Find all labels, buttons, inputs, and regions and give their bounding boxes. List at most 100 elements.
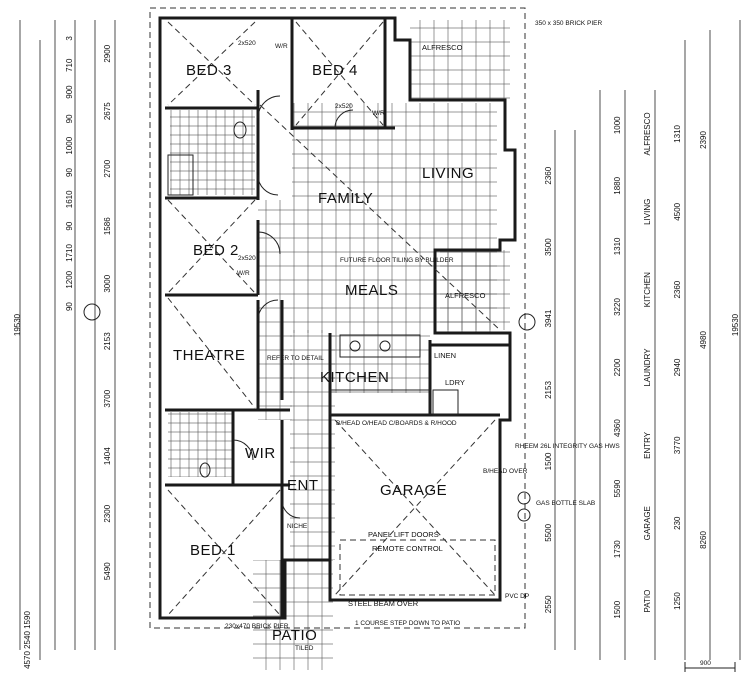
note-niche: NICHE (287, 523, 308, 530)
note-brick-pier-top: 350 x 350 BRICK PIER (535, 20, 603, 27)
dim-left-mid: 90 (65, 114, 74, 123)
room-bed1: BED 1 (190, 542, 236, 559)
tiled-floor (168, 20, 510, 670)
note-robe-bed3: 2x520 (238, 40, 256, 47)
note-rheem: RHEEM 26L INTEGRITY GAS HWS (515, 443, 620, 450)
dim-right-mid: 1250 (673, 592, 682, 610)
room-bed3: BED 3 (186, 62, 232, 79)
dim-mid-right: 3941 (544, 309, 553, 327)
dim-right-outer: 2390 (699, 131, 708, 149)
dim-left-outer: 5490 (103, 562, 112, 580)
room-family: FAMILY (318, 190, 373, 207)
dim-right-inner: 4360 (613, 419, 622, 437)
dim-right-inner: 1500 (613, 600, 622, 618)
note-robe-bed2: 2x520 (238, 255, 256, 262)
dim-right-inner: 1730 (613, 540, 622, 558)
dim-left-outer: 2675 (103, 102, 112, 120)
room-theatre: THEATRE (173, 347, 245, 364)
dim-left-mid: 90 (65, 221, 74, 230)
note-course-step: 1 COURSE STEP DOWN TO PATIO (355, 620, 460, 627)
outer-walls (149, 7, 526, 629)
dim-left-mid: 1710 (65, 244, 74, 262)
note-wr-bed2: W/R (237, 270, 250, 277)
right-dimension-lines (554, 20, 741, 660)
dim-left-mid: 1000 (65, 136, 74, 154)
note-refer: REFER TO DETAIL (267, 355, 324, 362)
dim-left-mid: 90 (65, 302, 74, 311)
dim-right-mid: 2360 (673, 280, 682, 298)
kitchen-bench (329, 334, 459, 416)
note-gas-bottle: GAS BOTTLE SLAB (536, 500, 595, 507)
note-wr-bed4: W/R (372, 110, 385, 117)
dim-left-outer: 3700 (103, 389, 112, 407)
room-alfresco-right: ALFRESCO (445, 291, 486, 300)
interior-walls (165, 18, 510, 618)
room-laundry: LDRY (445, 378, 465, 387)
room-bed4: BED 4 (312, 62, 358, 79)
dim-right-mid: 2940 (673, 358, 682, 376)
dim-left-total: 19530 (13, 313, 22, 336)
dim-mid-right: 2153 (544, 381, 553, 399)
note-wr-bed3: W/R (275, 43, 288, 50)
dim-left-mid: 710 (65, 58, 74, 72)
dim-right-inner: 1000 (613, 116, 622, 134)
room-living: LIVING (422, 165, 474, 182)
dim-right-inner: 2200 (613, 358, 622, 376)
room-patio: PATIO (272, 627, 317, 644)
section-markers (83, 303, 536, 331)
dim-left-mid: 1610 (65, 190, 74, 208)
dim-right-label: GARAGE (643, 506, 652, 540)
room-garage: GARAGE (380, 482, 447, 499)
dim-left-outer: 3000 (103, 274, 112, 292)
dim-left-outer: 2300 (103, 504, 112, 522)
dim-bottom-left: 2540 (23, 631, 32, 649)
room-ent: ENT (287, 477, 319, 494)
scale-bar (684, 662, 736, 672)
dim-right-inner: 5590 (613, 479, 622, 497)
dim-left-outer: 1404 (103, 447, 112, 465)
dim-mid-right: 2360 (544, 166, 553, 184)
left-dimension-lines (19, 20, 116, 660)
room-linen: LINEN (434, 351, 456, 360)
dim-left-mid: 1200 (65, 270, 74, 288)
dim-left-outer: 1586 (103, 217, 112, 235)
dim-mid-right: 2550 (544, 595, 553, 613)
note-tiled: TILED (295, 645, 314, 652)
dim-bottom-left: 4570 (23, 651, 32, 669)
note-bhead-kitchen: B/HEAD O/HEAD C/BOARDS & R/HOOD (336, 420, 457, 427)
note-panel-lift: PANEL LIFT DOORS (368, 530, 439, 539)
dim-left-outer: 2153 (103, 332, 112, 350)
room-bed2: BED 2 (193, 242, 239, 259)
dim-right-label: ALFRESCO (643, 112, 652, 155)
dim-left-mid: 90 (65, 168, 74, 177)
room-meals: MEALS (345, 282, 398, 299)
gas-bottles (517, 491, 531, 522)
dim-right-total: 19530 (731, 313, 740, 336)
dim-right-mid: 3770 (673, 436, 682, 454)
note-bhead-over: B/HEAD OVER (483, 468, 528, 475)
dim-left-mid: 900 (65, 85, 74, 99)
room-alfresco-top: ALFRESCO (422, 43, 463, 52)
dim-right-label: LAUNDRY (643, 348, 652, 387)
dim-right-label: PATIO (643, 590, 652, 613)
note-robe-bed4: 2x520 (335, 103, 353, 110)
dim-left-outer: 2700 (103, 159, 112, 177)
dim-right-inner: 1880 (613, 176, 622, 194)
dim-right-mid: 230 (673, 516, 682, 530)
dim-right-label: ENTRY (643, 431, 652, 459)
dim-mid-right: 3500 (544, 238, 553, 256)
note-brick-pier-bottom: 230x470 BRICK PIER (225, 623, 289, 630)
dim-bottom-left: 1590 (23, 611, 32, 629)
dim-left-outer: 2900 (103, 44, 112, 62)
dim-right-outer: 8260 (699, 531, 708, 549)
door-swings (232, 95, 354, 519)
dim-right-label: KITCHEN (643, 272, 652, 307)
note-steel-beam: STEEL BEAM OVER (348, 599, 419, 608)
note-future-floor: FUTURE FLOOR TILING BY BUILDER (340, 257, 454, 264)
dim-right-outer: 4980 (699, 331, 708, 349)
dim-right-label: LIVING (643, 199, 652, 225)
note-remote: REMOTE CONTROL (372, 544, 443, 553)
